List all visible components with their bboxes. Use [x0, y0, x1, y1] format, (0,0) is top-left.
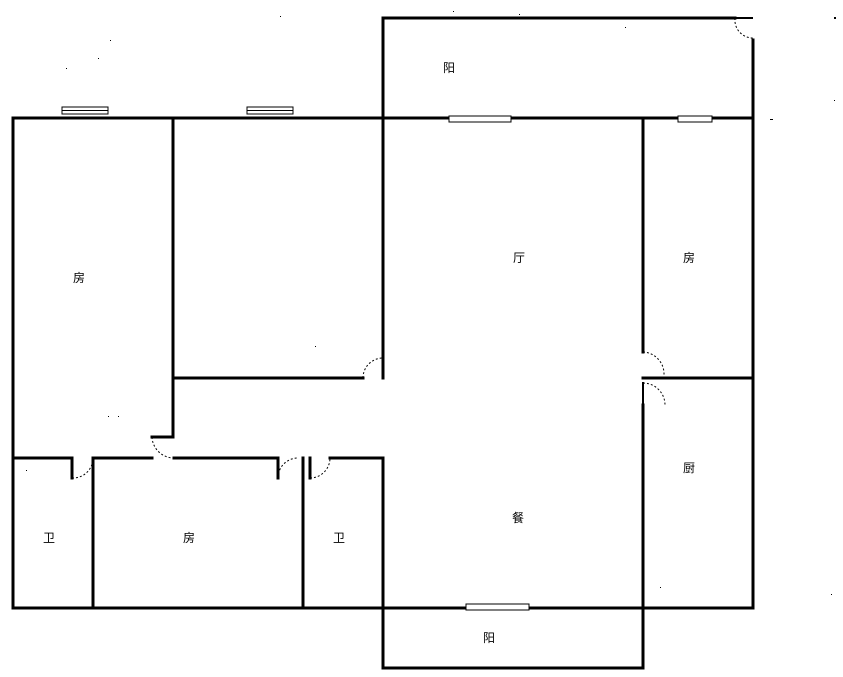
- label-kitchen: 厨: [683, 461, 695, 475]
- label-balcony-north: 阳: [443, 61, 455, 75]
- label-living-room: 厅: [513, 251, 525, 265]
- label-balcony-south: 阳: [483, 631, 495, 645]
- window-east-bedroom: [677, 115, 713, 123]
- walls: [11, 16, 755, 670]
- door-kitchen: [642, 382, 666, 406]
- label-bathroom-middle: 卫: [333, 531, 345, 545]
- scan-specks: [26, 11, 836, 595]
- windows: [61, 106, 713, 611]
- label-bedroom-east: 房: [683, 250, 695, 265]
- door-west-bathroom: [71, 457, 94, 479]
- label-bedroom-west: 房: [73, 270, 85, 285]
- door-middle-bathroom: [309, 457, 331, 479]
- label-bathroom-west: 卫: [43, 531, 55, 545]
- window-dining-balcony: [465, 603, 530, 611]
- label-bedroom-south: 房: [183, 530, 195, 545]
- room-labels: 阳 厅 房 房 厨 餐 卫 房 卫 阳: [43, 61, 695, 645]
- door-east-bedroom: [642, 351, 665, 376]
- label-dining-room: 餐: [512, 510, 524, 525]
- door-west-bedroom: [151, 436, 175, 459]
- door-north-balcony: [734, 17, 754, 39]
- doors: [71, 17, 754, 479]
- window-living-balcony: [448, 115, 512, 123]
- door-middle-room: [362, 356, 384, 379]
- door-south-bedroom: [277, 457, 299, 479]
